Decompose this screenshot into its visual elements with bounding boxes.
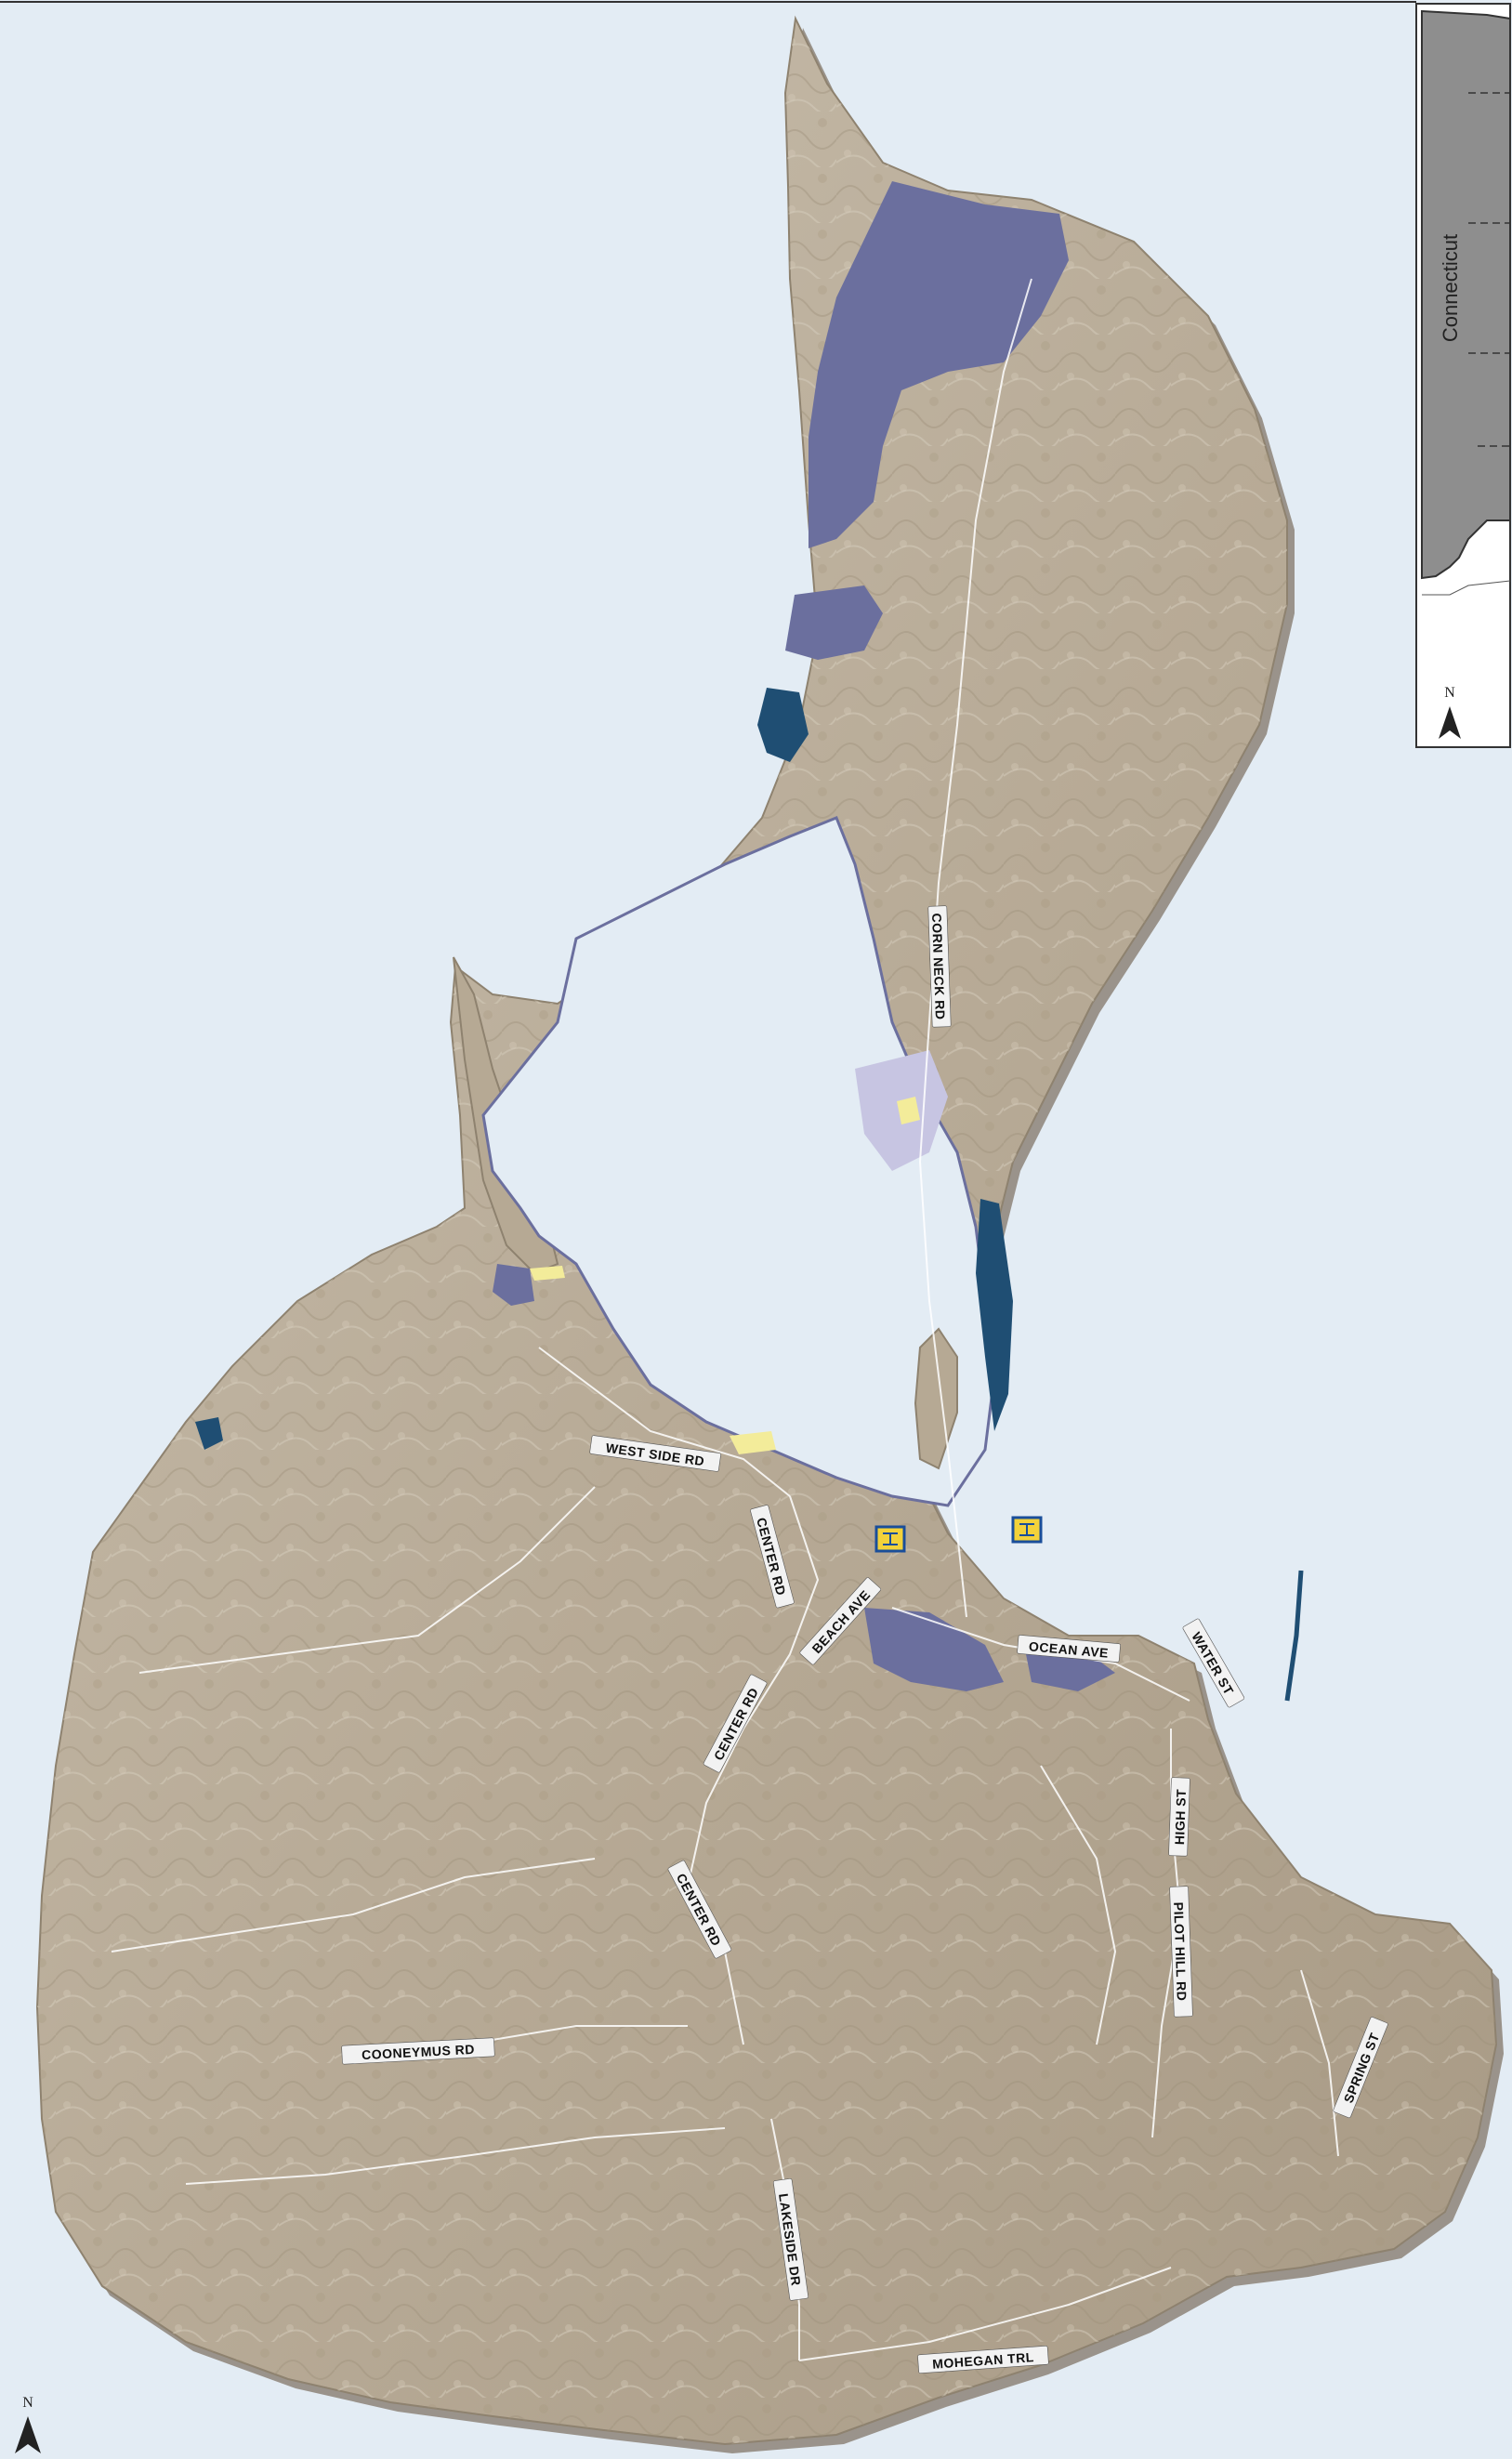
great-salt-pond bbox=[481, 816, 996, 1507]
inset-north-arrow-icon bbox=[1439, 706, 1461, 739]
beach-patch-3 bbox=[530, 1266, 565, 1281]
ferry-marker-east bbox=[1011, 1516, 1043, 1544]
road-label-ocean-ave: OCEAN AVE bbox=[1028, 1638, 1109, 1660]
inset-state-label: Connecticut bbox=[1439, 234, 1462, 342]
road-label-cooneymus-rd: COONEYMUS RD bbox=[362, 2042, 476, 2062]
road-label-mohegan-trl: MOHEGAN TRL bbox=[932, 2349, 1035, 2372]
wetland-north-deep bbox=[757, 688, 809, 762]
jetty bbox=[1284, 1570, 1304, 1702]
north-arrow: N bbox=[15, 2395, 41, 2453]
north-arrow-label: N bbox=[22, 2395, 33, 2411]
wetland-far-west bbox=[195, 1417, 223, 1450]
inset-north-label: N bbox=[1444, 685, 1455, 701]
inset-state-land bbox=[1421, 9, 1511, 580]
wetland-north-mid bbox=[785, 585, 883, 660]
north-arrow-icon bbox=[15, 2416, 41, 2453]
wetland-west bbox=[493, 1264, 534, 1306]
wetland-east-strip bbox=[976, 1199, 1013, 1431]
ferry-marker-west bbox=[874, 1525, 906, 1553]
wetland-north-large bbox=[809, 181, 1069, 548]
road-label-pilot-hill-rd: PILOT HILL RD bbox=[1171, 1901, 1190, 2001]
road-label-corn-neck-rd: CORN NECK RD bbox=[929, 913, 948, 1019]
inset-locator-map: Connecticut N bbox=[1415, 3, 1511, 748]
beach-patch-2 bbox=[897, 1097, 920, 1124]
road-label-high-st: HIGH ST bbox=[1172, 1789, 1189, 1846]
wetland-harbor-south bbox=[864, 1608, 1004, 1691]
beach-patch-1 bbox=[730, 1431, 776, 1454]
